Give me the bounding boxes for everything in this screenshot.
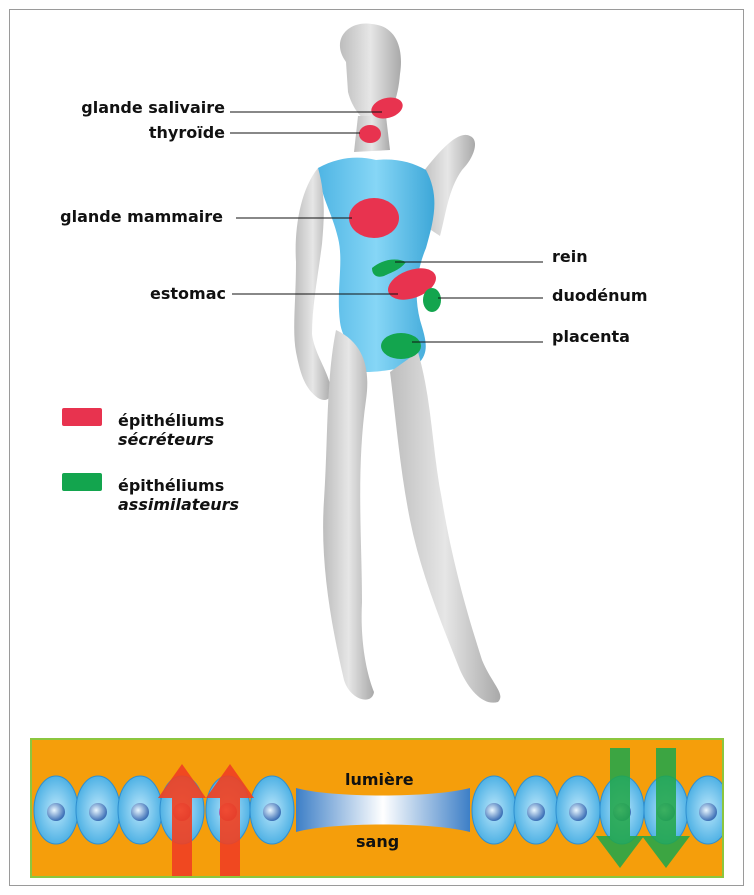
epithelium-diagram bbox=[32, 740, 722, 876]
legend-assimilatory: épithéliums assimilateurs bbox=[118, 476, 239, 514]
junction-gap bbox=[296, 788, 470, 832]
legend-secretory-line1: épithéliums bbox=[118, 411, 224, 430]
epithelial-cell-left-1-nucleus bbox=[47, 803, 65, 821]
label-estomac: estomac bbox=[100, 285, 226, 303]
epithelial-cell-left-6-nucleus bbox=[263, 803, 281, 821]
epithelial-cell-right-3-nucleus bbox=[569, 803, 587, 821]
legend-secretory: épithéliums sécréteurs bbox=[118, 411, 224, 449]
mammary-gland-organ bbox=[349, 198, 399, 238]
epithelial-cell-left-3-nucleus bbox=[131, 803, 149, 821]
label-lumiere: lumière bbox=[345, 770, 414, 789]
epithelial-cell-right-6-nucleus bbox=[699, 803, 717, 821]
legend-swatch-secretory bbox=[62, 408, 102, 426]
epithelial-cell-left-2-nucleus bbox=[89, 803, 107, 821]
cells-right bbox=[472, 776, 722, 844]
left-leg bbox=[323, 330, 374, 700]
placenta-organ bbox=[381, 333, 421, 359]
epithelial-cell-right-2-nucleus bbox=[527, 803, 545, 821]
legend-assimilatory-line2: assimilateurs bbox=[118, 495, 239, 514]
right-leg bbox=[390, 352, 500, 703]
epithelial-cell-right-1-nucleus bbox=[485, 803, 503, 821]
legend-assimilatory-line1: épithéliums bbox=[118, 476, 224, 495]
label-sang: sang bbox=[356, 832, 399, 851]
label-glande-mammaire: glande mammaire bbox=[30, 208, 223, 226]
label-thyroide: thyroïde bbox=[40, 124, 225, 142]
legend-secretory-line2: sécréteurs bbox=[118, 430, 224, 449]
thyroid-organ bbox=[359, 125, 381, 143]
label-rein: rein bbox=[552, 248, 588, 266]
cells-left bbox=[34, 776, 294, 844]
epithelium-strip: lumière sang bbox=[30, 738, 724, 878]
label-duodenum: duodénum bbox=[552, 287, 648, 305]
label-glande-salivaire: glande salivaire bbox=[40, 99, 225, 117]
legend-swatch-assimilatory bbox=[62, 473, 102, 491]
label-placenta: placenta bbox=[552, 328, 630, 346]
left-arm bbox=[294, 168, 331, 400]
duodenum-organ bbox=[423, 288, 441, 312]
